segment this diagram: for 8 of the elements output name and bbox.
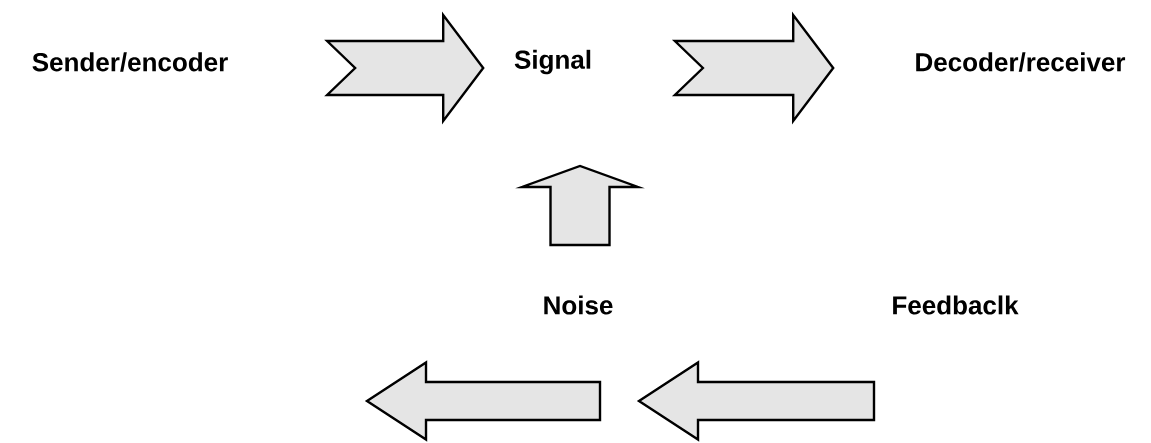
node-label: Decoder/receiver [916,52,1126,72]
block-arrow [324,11,485,125]
block-arrow [515,164,645,247]
block-arrow [671,11,835,125]
node-label: Noise [544,295,613,315]
node-label: Sender/encoder [32,52,228,72]
node-label: Feedbaclk [893,295,1019,315]
node-label: Signal [514,49,591,75]
